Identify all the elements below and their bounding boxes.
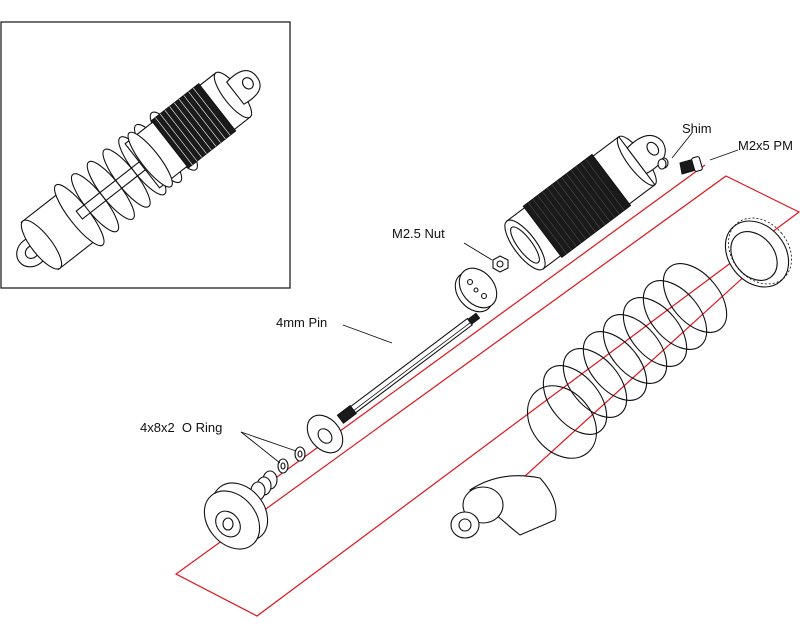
lower-spring-cup	[450, 475, 557, 539]
axis-frame-outline	[174, 175, 800, 617]
oring-leader-1	[240, 431, 297, 452]
o-ring-parts	[277, 446, 306, 474]
oring-leader-2	[240, 431, 281, 464]
pin-leader	[342, 324, 393, 344]
shock-body	[504, 134, 666, 271]
rod-axis-line	[217, 164, 706, 521]
nut-part	[492, 255, 509, 273]
pin-label: 4mm Pin	[276, 315, 327, 330]
inset-assembled-shock	[0, 21, 291, 289]
washer-large	[306, 414, 344, 454]
shock-shaft	[336, 312, 481, 424]
leader-lines	[240, 132, 739, 464]
piston-part	[454, 267, 498, 313]
shim-leader	[671, 132, 693, 159]
bottom-cap	[203, 482, 269, 550]
spring-collar	[724, 217, 792, 288]
nut-leader	[463, 242, 493, 261]
shim-label: Shim	[682, 121, 712, 136]
spring	[526, 263, 728, 459]
screw-label: M2x5 PM	[738, 138, 793, 153]
nut-label: M2.5 Nut	[392, 226, 445, 241]
shim-part	[657, 157, 669, 170]
oring-label: 4x8x2 O Ring	[140, 420, 222, 435]
screw-part	[679, 156, 703, 175]
screw-leader	[709, 149, 739, 161]
